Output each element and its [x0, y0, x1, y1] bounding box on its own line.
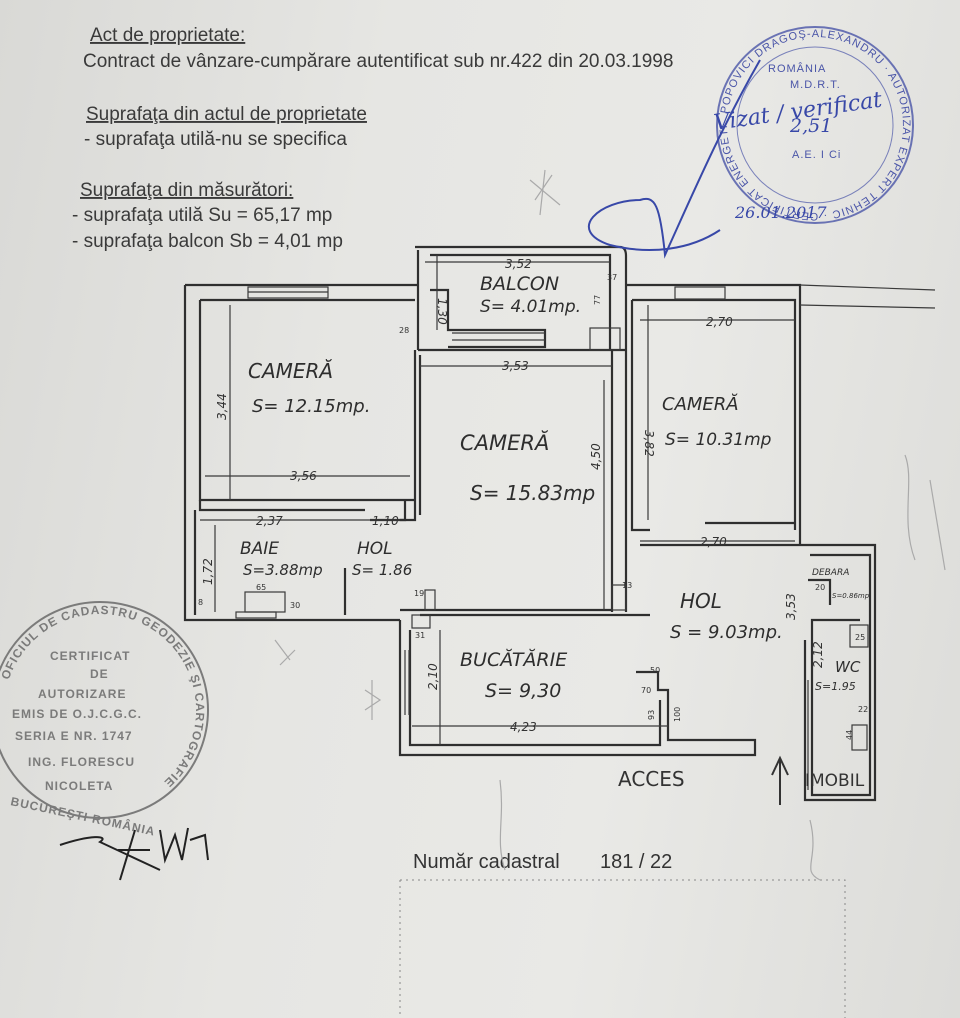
dim-label: 44 — [845, 730, 854, 740]
room-name-camera-middle: CAMERĂ — [460, 430, 549, 455]
room-area-camera-middle: S= 15.83mp — [470, 481, 595, 505]
act-area-title: Suprafaţa din actul de proprietate — [86, 104, 367, 125]
access-label: ACCES — [618, 767, 685, 791]
dim-label: 3,52 — [505, 257, 532, 271]
stamp-line: ING. FLORESCU — [28, 755, 135, 769]
dim-label: 50 — [650, 666, 660, 675]
room-name-camera-right: CAMERĂ — [662, 393, 739, 415]
room-area-camera-right: S= 10.31mp — [665, 430, 772, 450]
room-area-wc: S=1.95 — [815, 680, 856, 693]
dim-label: 25 — [855, 633, 865, 642]
room-name-balcon: BALCON — [480, 273, 559, 295]
room-area-balcon: S= 4.01mp. — [480, 297, 581, 317]
dim-label: 70 — [641, 686, 651, 695]
dim-label: 13 — [622, 581, 632, 590]
dim-label: 8 — [198, 598, 203, 607]
building-label: IMOBIL — [805, 771, 865, 791]
header-block: Act de proprietate: Contract de vânzare-… — [72, 25, 673, 252]
dim-label: 31 — [415, 631, 425, 640]
stamp-ministry: M.D.R.T. — [790, 79, 841, 91]
dim-label: 4,50 — [589, 443, 603, 470]
stamp-line: DE — [90, 667, 109, 681]
cadastral-value: 181 / 22 — [600, 851, 672, 873]
dim-label: 100 — [673, 707, 682, 722]
dim-label: 93 — [647, 710, 656, 720]
dim-label: 3,44 — [215, 393, 229, 420]
dim-label: 1,72 — [201, 558, 215, 585]
room-name-baie: BAIE — [240, 539, 279, 559]
stamp-line: EMIS DE O.J.C.G.C. — [12, 707, 142, 721]
dim-label: 3,53 — [502, 359, 529, 373]
dim-label: 3,82 — [642, 430, 656, 457]
room-area-bucatarie: S= 9,30 — [485, 680, 561, 702]
dim-label: 3,53 — [784, 593, 798, 620]
stamp-line: CERTIFICAT — [50, 649, 130, 663]
useful-area-line: - suprafaţa utilă Su = 65,17 mp — [72, 205, 332, 226]
room-area-debara: S=0.86mp — [832, 592, 870, 600]
dim-label: 19 — [414, 589, 424, 598]
dim-label: 2,70 — [706, 315, 733, 329]
stamp-line: NICOLETA — [45, 779, 113, 793]
stamp-series: 2,51 — [789, 115, 832, 137]
room-area-camera-left: S= 12.15mp. — [252, 396, 370, 417]
act-area-line: - suprafaţa utilă-nu se specifica — [84, 129, 347, 150]
room-area-hol: S = 9.03mp. — [670, 622, 783, 643]
room-area-baie: S=3.88mp — [243, 561, 323, 579]
dim-label: 30 — [290, 601, 300, 610]
dim-label: 28 — [399, 326, 409, 335]
dim-label: 2,12 — [811, 641, 825, 668]
dim-label: 2,70 — [700, 535, 727, 549]
dim-label: 2,37 — [256, 514, 283, 528]
dim-label: 1,10 — [372, 514, 399, 528]
room-name-wc: WC — [835, 658, 861, 676]
dim-label: 65 — [256, 583, 266, 592]
contract-line: Contract de vânzare-cumpărare autentific… — [83, 51, 673, 72]
faded-box — [399, 879, 846, 1018]
measured-title: Suprafaţa din măsurători: — [80, 180, 293, 201]
room-name-hol-small: HOL — [357, 539, 393, 559]
dim-label: 3,56 — [290, 469, 317, 483]
room-name-camera-left: CAMERĂ — [248, 359, 333, 383]
room-name-bucatarie: BUCĂTĂRIE — [460, 648, 567, 671]
room-name-hol: HOL — [680, 589, 722, 613]
dim-label: 37 — [607, 273, 617, 282]
arrow-up-icon — [771, 755, 789, 805]
cadastre-stamp: OFICIUL DE CADASTRU GEODEZIE ŞI CARTOGRA… — [0, 601, 209, 839]
room-name-debara: DEBARA — [812, 568, 849, 578]
room-area-hol-small: S= 1.86 — [352, 561, 412, 579]
stamp-line: SERIA E NR. 1747 — [15, 729, 133, 743]
pencil-marks — [274, 169, 946, 881]
dim-label: 1,30 — [435, 298, 449, 325]
balcony-area-line: - suprafaţa balcon Sb = 4,01 mp — [72, 231, 343, 252]
dim-label: 2,10 — [426, 663, 440, 690]
act-title: Act de proprietate: — [90, 25, 245, 46]
stamp-country: ROMÂNIA — [768, 62, 826, 75]
floor-plan — [183, 245, 936, 802]
stamp-date: 26.01.2017 — [734, 203, 827, 222]
cadastral-label: Număr cadastral — [413, 851, 560, 873]
dimension-labels: 3,52 1,30 3,53 3,44 3,56 2,37 1,10 1,72 … — [198, 257, 868, 740]
dim-label: 77 — [593, 295, 602, 305]
signature-black — [59, 827, 209, 881]
dim-label: 20 — [815, 583, 825, 592]
stamp-code: A.E. I Ci — [792, 149, 841, 161]
stamp-line: AUTORIZARE — [38, 687, 126, 701]
dim-label: 4,23 — [510, 720, 537, 734]
signature-blue — [587, 59, 761, 259]
dim-label: 22 — [858, 705, 868, 714]
room-labels: BALCON S= 4.01mp. CAMERĂ S= 12.15mp. CAM… — [240, 273, 870, 702]
